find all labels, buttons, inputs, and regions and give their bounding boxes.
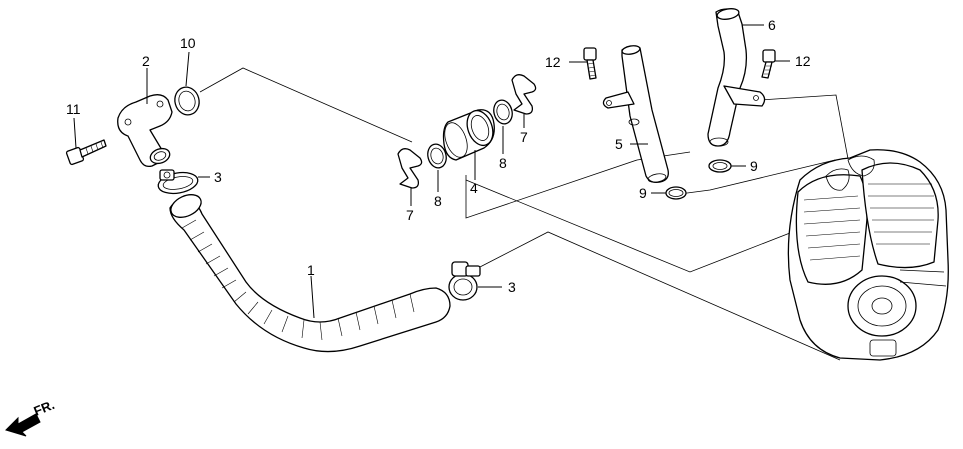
callout-9-upper: 9 — [750, 158, 758, 174]
clip-7-left — [397, 148, 423, 189]
callout-12-right: 12 — [795, 53, 811, 69]
water-pipe-6 — [707, 8, 766, 147]
callout-3-upper: 3 — [214, 169, 222, 185]
bolt-12-left — [583, 47, 597, 80]
bolt-12-right — [761, 49, 776, 79]
callout-labels: 1 2 3 3 4 5 6 7 7 8 8 9 9 10 11 12 12 — [66, 17, 811, 295]
joint-pipe-4 — [442, 109, 495, 161]
bolt-11 — [65, 139, 107, 166]
callout-8-left: 8 — [434, 193, 442, 209]
callout-8-right: 8 — [499, 155, 507, 171]
callout-5: 5 — [615, 136, 623, 152]
direction-label: FR. — [32, 397, 57, 419]
callout-4: 4 — [470, 180, 478, 196]
o-ring-10 — [174, 86, 200, 116]
callout-2: 2 — [142, 53, 150, 69]
leader-lines — [73, 24, 790, 319]
callout-10: 10 — [180, 35, 196, 51]
hose-clamp-3-lower — [448, 261, 481, 301]
callout-1: 1 — [307, 262, 315, 278]
water-hose-1 — [169, 194, 451, 353]
assembly-guide-lines — [199, 67, 853, 361]
callout-3-lower: 3 — [508, 279, 516, 295]
callout-11: 11 — [66, 101, 81, 117]
callout-7-left: 7 — [406, 207, 414, 223]
elbow-flange-2 — [117, 94, 173, 168]
callout-12-left: 12 — [545, 54, 561, 70]
o-ring-9-lower — [665, 186, 687, 200]
engine-assembly — [787, 149, 949, 361]
callout-6: 6 — [768, 17, 776, 33]
callout-7-right: 7 — [520, 129, 528, 145]
o-ring-8-right — [493, 99, 513, 125]
o-ring-9-upper — [708, 159, 732, 173]
callout-9-lower: 9 — [639, 185, 647, 201]
water-pipe-5 — [602, 45, 669, 184]
clip-7-right — [511, 74, 537, 115]
front-arrow-icon: FR. — [5, 397, 57, 437]
o-ring-8-left — [427, 143, 447, 169]
hose-clamp-3-upper — [157, 169, 199, 195]
